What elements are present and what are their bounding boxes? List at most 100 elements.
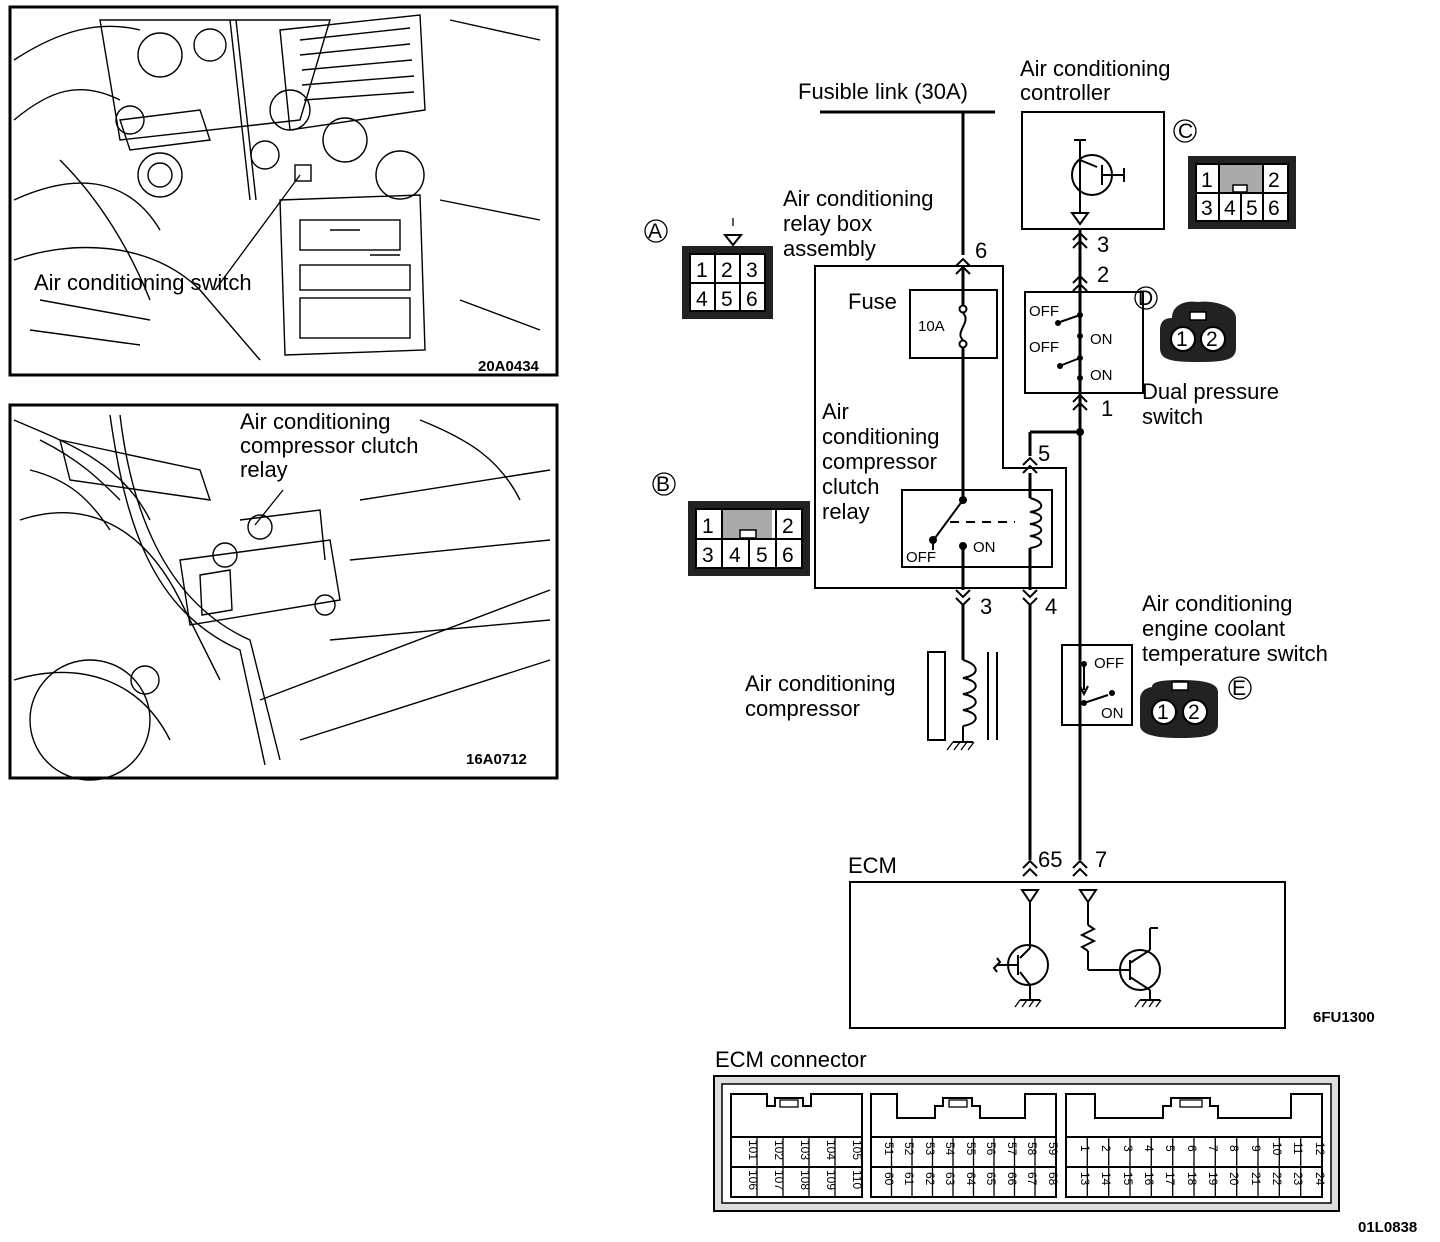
conn-a-pin-5: 5	[721, 288, 733, 311]
ac-relay-photo: Air conditioning compressor clutch relay…	[8, 403, 559, 781]
ecm-block-3-pins: 1 2 3 4 5 6 7 8 9 10 11 12 13 14 15 16 1…	[1078, 1137, 1327, 1197]
ecm-pin-14: 14	[1099, 1172, 1113, 1186]
conn-c-pin-4: 4	[1224, 197, 1236, 220]
ecm-connector-code: 01L0838	[1358, 1219, 1417, 1236]
ecm-pin-59: 59	[1046, 1142, 1060, 1156]
ecm-pin-5: 5	[1163, 1145, 1177, 1152]
ecm-pin-52: 52	[902, 1142, 916, 1156]
controller-label-1: Air conditioning	[1020, 56, 1170, 81]
ecm-pin-102: 102	[772, 1140, 786, 1160]
clutch-relay-label-3: compressor	[822, 449, 937, 474]
ecm-pin-22: 22	[1270, 1172, 1284, 1186]
ac-switch-label: Air conditioning switch	[34, 270, 252, 295]
ecm-pin-19: 19	[1206, 1172, 1220, 1186]
relay-box-label-3: assembly	[783, 236, 876, 261]
connector-e: 1 2	[1140, 680, 1218, 738]
fuse-rating: 10A	[918, 318, 945, 335]
conn-b-pin-1: 1	[702, 515, 714, 538]
ecm-pin-13: 13	[1078, 1172, 1092, 1186]
ecm-block-1-pins: 101 102 103 104 105 106 107 108 109 110	[746, 1137, 864, 1197]
ecm-pin-63: 63	[943, 1172, 957, 1186]
ecm-pin-4: 4	[1142, 1145, 1156, 1152]
ac-controller-box	[1021, 111, 1165, 230]
coolant-on: ON	[1101, 705, 1124, 722]
ecm-pin-11: 11	[1291, 1142, 1305, 1155]
conn-e-pin-2: 2	[1188, 701, 1200, 724]
ecm-transistor-left	[992, 889, 1049, 1008]
coolant-label-3: temperature switch	[1142, 641, 1328, 666]
engine-bay-sketch	[13, 414, 551, 781]
connector-letter-d: D	[1138, 287, 1153, 310]
conn-d-pin-2: 2	[1206, 328, 1218, 351]
ecm-pin-12: 12	[1313, 1142, 1327, 1156]
clutch-relay-label-4: clutch	[822, 474, 879, 499]
dual-on-1: ON	[1090, 331, 1113, 348]
ecm-pin-54: 54	[943, 1142, 957, 1156]
conn-b-pin-5: 5	[756, 544, 768, 567]
diagram-code: 6FU1300	[1313, 1009, 1375, 1026]
conn-b-pin-2: 2	[782, 515, 794, 538]
relay-photo-label-1: Air conditioning	[240, 409, 390, 434]
ecm-pin-2: 2	[1099, 1145, 1113, 1152]
ecm-pin-7: 7	[1206, 1145, 1220, 1152]
clutch-relay-label-2: conditioning	[822, 424, 939, 449]
dual-pressure-label-1: Dual pressure	[1142, 379, 1279, 404]
ecm-pin-23: 23	[1291, 1172, 1305, 1186]
dual-on-2: ON	[1090, 367, 1113, 384]
photo-code-switch: 20A0434	[478, 358, 540, 375]
coolant-label-1: Air conditioning	[1142, 591, 1292, 616]
dual-pressure-contacts	[1055, 312, 1083, 381]
pin-3-relay-out: 3	[980, 594, 992, 619]
conn-c-pin-1: 1	[1201, 169, 1213, 192]
ecm-pin-18: 18	[1185, 1172, 1199, 1186]
conn-e-pin-1: 1	[1157, 701, 1169, 724]
pin-6-relay-box: 6	[975, 238, 987, 263]
ecm-pin-61: 61	[902, 1172, 916, 1186]
ecm-pin-9: 9	[1249, 1145, 1263, 1152]
conn-c-pin-6: 6	[1268, 197, 1280, 220]
photo-code-relay: 16A0712	[466, 751, 527, 768]
relay-on: ON	[973, 539, 996, 556]
controller-transistor	[1070, 139, 1125, 226]
fusible-link-label: Fusible link (30A)	[798, 79, 968, 104]
pin-4-relay-out: 4	[1045, 594, 1057, 619]
ecm-pin-105: 105	[850, 1140, 864, 1160]
clutch-relay-box	[901, 489, 1053, 568]
ecm-pin-51: 51	[882, 1142, 896, 1156]
ecm-pin-15: 15	[1121, 1172, 1135, 1186]
pin-65-ecm: 65	[1038, 847, 1062, 872]
ecm-pin-57: 57	[1005, 1142, 1019, 1156]
pin-1-dual-pressure: 1	[1101, 396, 1113, 421]
ecm-pin-58: 58	[1025, 1142, 1039, 1156]
ecm-pin-8: 8	[1227, 1145, 1241, 1152]
conn-c-pin-3: 3	[1201, 197, 1213, 220]
fuse-box	[909, 289, 998, 359]
conn-a-pin-6: 6	[746, 288, 758, 311]
dashboard-sketch	[13, 14, 541, 361]
relay-off: OFF	[906, 549, 936, 566]
conn-b-pin-3: 3	[702, 544, 714, 567]
ecm-pin-66: 66	[1005, 1172, 1019, 1186]
relay-box-label-1: Air conditioning	[783, 186, 933, 211]
coolant-switch-box	[1061, 644, 1133, 726]
dual-off-1: OFF	[1029, 303, 1059, 320]
connector-letter-c: C	[1178, 120, 1193, 143]
pin-2-dual-pressure: 2	[1097, 262, 1109, 287]
conn-c-pin-5: 5	[1246, 197, 1258, 220]
controller-label-2: controller	[1020, 80, 1110, 105]
ecm-label: ECM	[848, 853, 897, 878]
ac-switch-photo: Air conditioning switch 20A0434	[8, 5, 559, 377]
ecm-box	[849, 881, 1286, 1029]
ecm-pin-53: 53	[923, 1142, 937, 1156]
connector-letter-a: A	[648, 220, 662, 243]
conn-a-pin-3: 3	[746, 259, 758, 282]
connector-c: 1 2 3 4 5 6	[1188, 156, 1296, 229]
ecm-pin-67: 67	[1025, 1172, 1039, 1186]
pin-7-ecm: 7	[1095, 847, 1107, 872]
relay-box-label-2: relay box	[783, 211, 872, 236]
ecm-pin-1: 1	[1078, 1145, 1092, 1152]
conn-c-pin-2: 2	[1268, 169, 1280, 192]
dual-off-2: OFF	[1029, 339, 1059, 356]
fuse-label: Fuse	[848, 289, 897, 314]
clutch-relay-label-5: relay	[822, 499, 870, 524]
